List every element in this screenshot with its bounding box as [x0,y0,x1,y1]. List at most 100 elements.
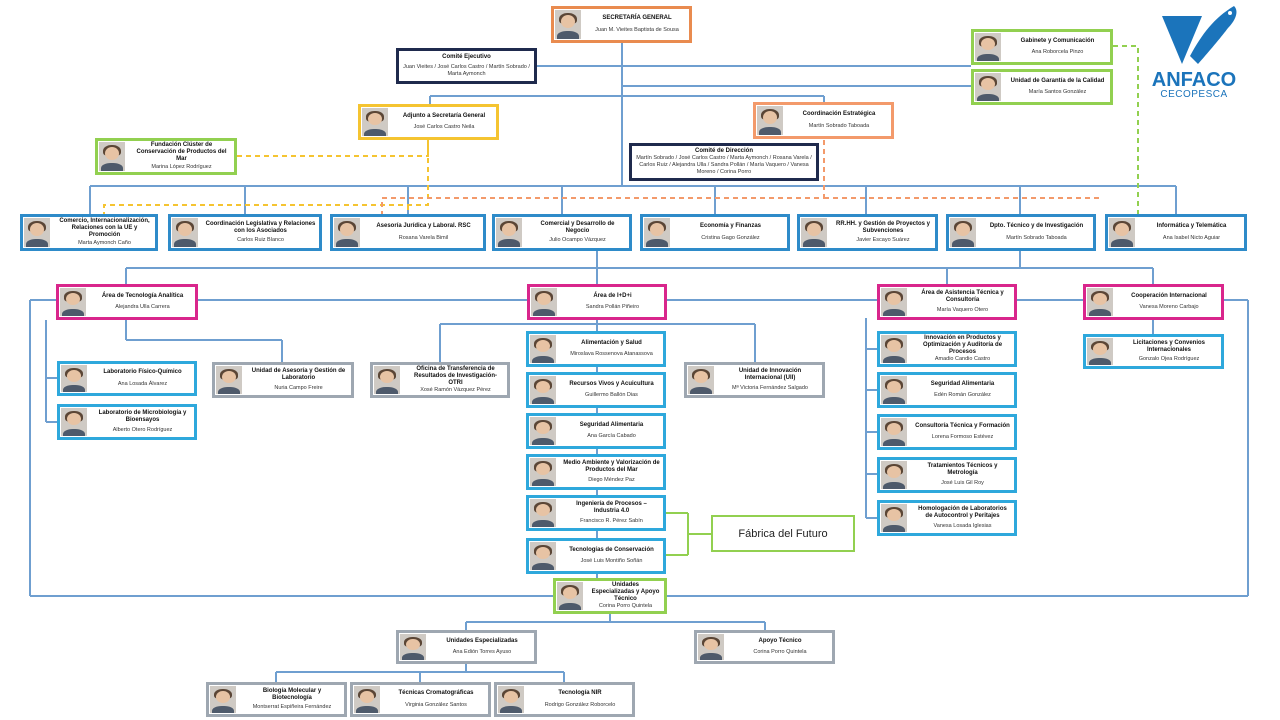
node-title: Coordinación Legislativa y Relaciones co… [205,220,316,234]
node-title: Gabinete y Comunicación [1020,37,1095,44]
portrait-photo [530,499,556,527]
node-coordinacion-legislativa: Coordinación Legislativa y Relaciones co… [168,214,322,251]
node-title: Economía y Finanzas [699,223,762,229]
node-title: Tecnología NIR [558,690,602,697]
portrait-photo [530,376,556,404]
portrait-photo [975,33,1001,61]
node-title: Laboratorio Físico-Químico [103,369,182,376]
portrait-photo [61,365,87,392]
node-homologacion-laboratorios: Homologación de Laboratorios de Autocont… [877,500,1017,536]
node-person: Miroslava Rossenova Atanassova [570,351,653,358]
portrait-photo [557,582,583,610]
node-title: Cooperación Internacional [1131,292,1207,299]
node-person: Carlos Ruiz Blanco [237,237,284,244]
portrait-photo [362,108,388,136]
node-person: Ana Losada Álvarez [117,380,168,387]
portrait-photo [531,288,557,316]
node-person: Cristina Gago González [701,235,760,241]
node-title: Coordinación Estratégica [802,111,876,117]
node-title: RR.HH. y Gestión de Proyectos y Subvenci… [835,220,931,234]
fish-logo-icon [1162,6,1237,64]
portrait-photo [216,366,242,394]
node-person: Corina Porro Quintela [598,603,653,609]
node-title: Ingeniería de Procesos – Industria 4.0 [576,501,647,515]
anfaco-logo: ANFACO CECOPESCA [1142,4,1246,100]
node-person: Corina Porro Quintela [753,649,807,655]
node-area-asistencia: Área de Asistencia Técnica y Consultoría… [877,284,1017,320]
node-person: Ana Roborcela Pinzo [1031,49,1084,56]
node-unidad-innovacion: Unidad de Innovación Internacional (UII)… [684,362,825,398]
node-person: Nuria Campo Freire [274,384,323,391]
portrait-photo [530,335,556,363]
fabrica-del-futuro-label: Fábrica del Futuro [711,515,855,552]
node-licitaciones: Licitaciones y Convenios Internacionales… [1083,334,1224,369]
portrait-photo [24,218,50,247]
node-title: Unidad de Asesoría y Gestión de Laborato… [251,368,346,382]
node-title: Licitaciones y Convenios Internacionales [1132,340,1206,353]
node-title: Área de I+D+i [593,292,632,299]
node-title: Seguridad Alimentaria [930,380,995,387]
portrait-photo [498,686,524,713]
node-title: Unidad de Garantía de la Calidad [1010,77,1105,84]
node-person: Javier Escayo Suárez [856,237,910,244]
node-person: Gonzalo Ojea Rodríguez [1138,356,1200,362]
portrait-photo [1087,338,1113,365]
node-person: Martín Sobrado Taboada [1006,235,1067,241]
node-medio-ambiente: Medio Ambiente y Valorización de Product… [526,454,666,490]
node-person: Xosé Ramón Vázquez Pérez [420,387,491,393]
node-title: Seguridad Alimentaria [579,421,644,428]
portrait-photo [1109,218,1135,247]
node-title: Fundación Clúster de Conservación de Pro… [136,142,227,163]
portrait-photo [60,288,86,316]
node-title: SECRETARÍA GENERAL [602,15,672,21]
node-title: Oficina de Transferencia de Resultados d… [413,366,498,386]
portrait-photo [555,10,581,39]
node-title: Adjunto a Secretaría General [402,112,486,119]
logo-brand-text: ANFACO [1151,69,1237,91]
portrait-photo [1087,288,1113,316]
node-title: Biología Molecular y Biotecnología [262,688,322,701]
portrait-photo [975,73,1001,101]
node-person: Vanesa Losada Iglesias [933,522,992,529]
node-fundacion-cluster: Fundación Clúster de Conservación de Pro… [95,138,237,175]
node-title: Alimentación y Salud [581,339,642,346]
node-title: Dpto. Técnico y de Investigación [989,223,1084,229]
node-person: Alberto Otero Rodríguez [112,426,173,433]
node-person: Juan M. Vieites Baptista de Sousa [595,27,679,33]
node-title: Asesoría Jurídica y Laboral. RSC [376,223,471,229]
node-title: Área de Asistencia Técnica y Consultoría [921,290,1004,304]
portrait-photo [496,218,522,247]
node-title: Consultoría Técnica y Formación [915,422,1010,429]
node-person: Vanesa Moreno Carbajo [1139,304,1199,311]
node-person: Juan Vieites / José Carlos Castro / Mart… [403,63,530,77]
node-title: Recursos Vivos y Acuicultura [569,380,654,387]
node-title: Innovación en Productos y Optimización y… [922,335,1003,355]
node-person: José Luis Gil Roy [941,479,984,486]
node-person: José Carlos Castro Neila [413,124,475,131]
node-person: Alejandra Ulla Carrera [115,304,170,311]
portrait-photo [530,458,556,486]
portrait-photo [374,366,400,394]
node-person: Lorena Formoso Estévez [931,434,994,441]
